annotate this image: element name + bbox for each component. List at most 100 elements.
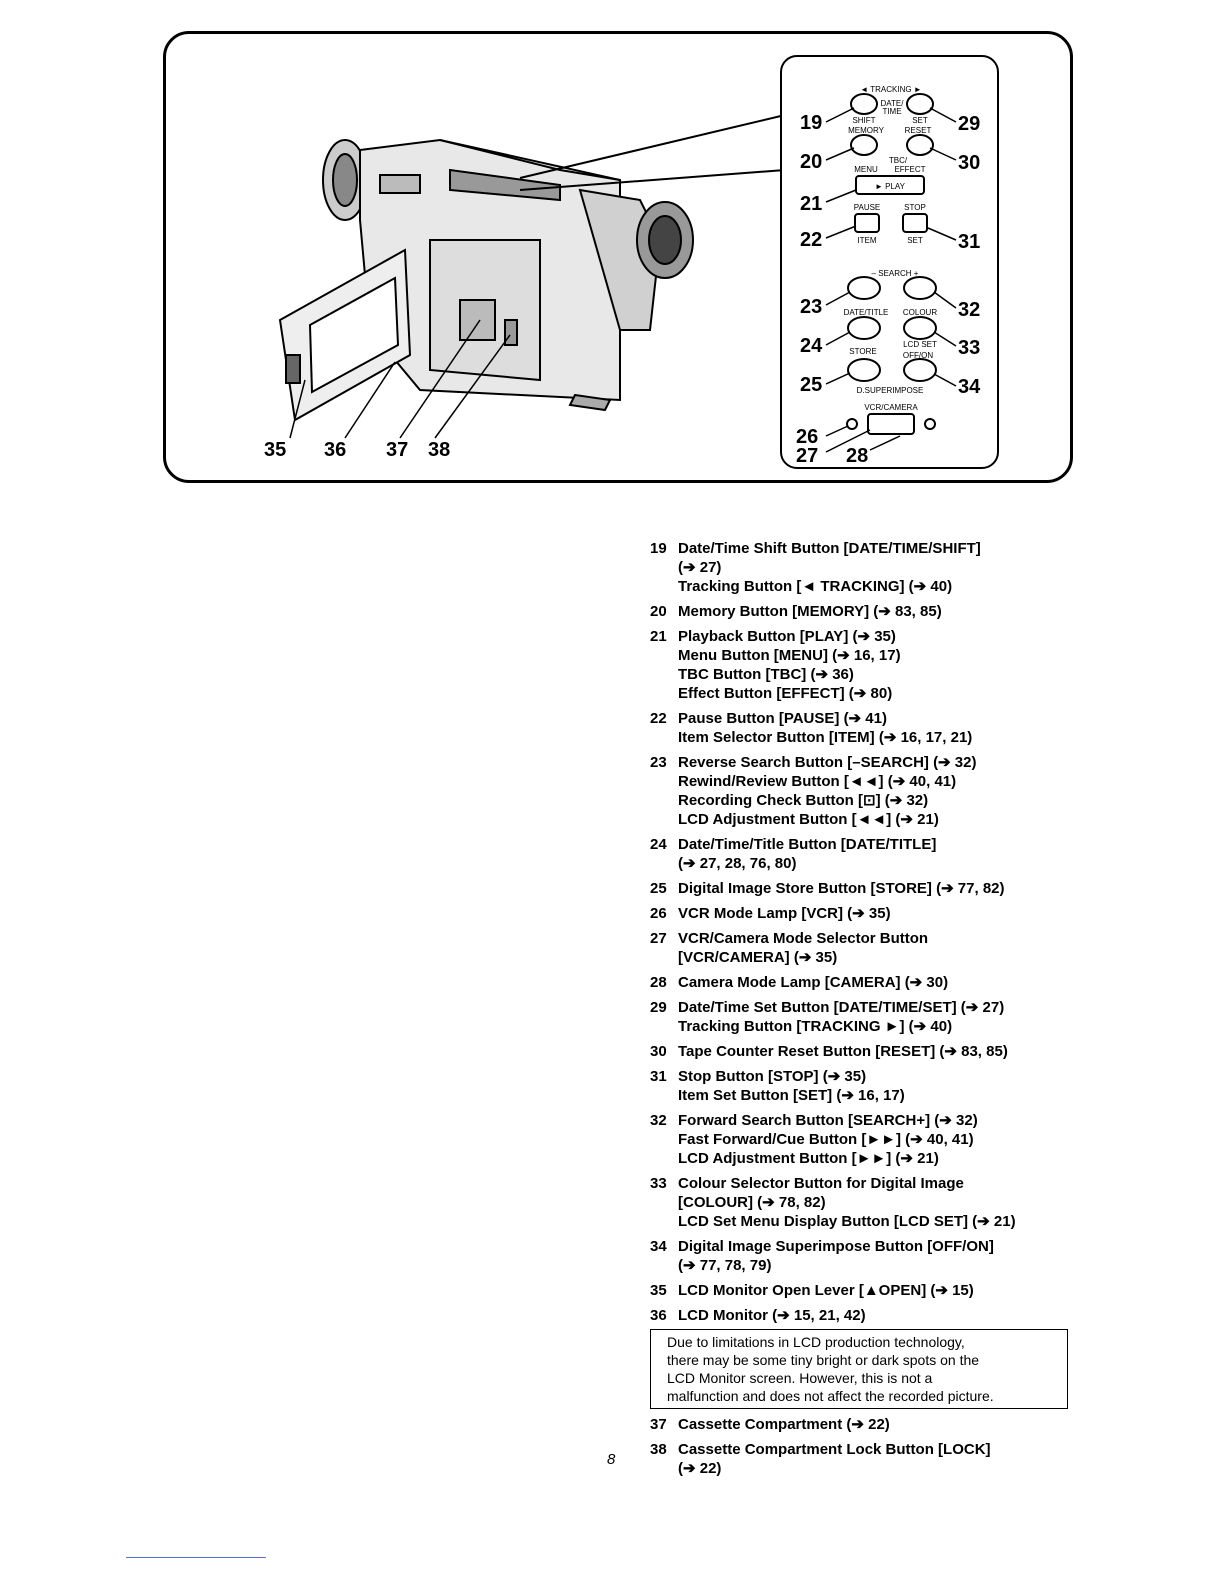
legend-item-text: (➔ 77, 78, 79) bbox=[678, 1256, 1070, 1275]
callout-31: 31 bbox=[958, 231, 980, 253]
legend-item-text: Camera Mode Lamp [CAMERA] (➔ 30) bbox=[678, 973, 1070, 992]
legend-item-number: 31 bbox=[650, 1067, 667, 1086]
label-tracking: ◄ TRACKING ► bbox=[860, 85, 921, 94]
camcorder-diagram: ◄ TRACKING ► DATE/TIME SHIFT SET MEMORY … bbox=[0, 0, 1224, 500]
legend-item-32: 32 Forward Search Button [SEARCH+] (➔ 32)… bbox=[650, 1111, 1070, 1168]
note-line: there may be some tiny bright or dark sp… bbox=[667, 1351, 1059, 1369]
label-effect: EFFECT bbox=[894, 165, 925, 174]
legend-item-number: 21 bbox=[650, 627, 667, 646]
legend-item-text: LCD Adjustment Button [►►] (➔ 21) bbox=[678, 1149, 1070, 1168]
legend-item-text: Memory Button [MEMORY] (➔ 83, 85) bbox=[678, 602, 1070, 621]
legend-item-text: (➔ 22) bbox=[678, 1459, 1070, 1478]
label-d-superimpose: D.SUPERIMPOSE bbox=[857, 386, 924, 395]
legend-item-text: Rewind/Review Button [◄◄] (➔ 40, 41) bbox=[678, 772, 1070, 791]
legend-item-text: (➔ 27, 28, 76, 80) bbox=[678, 854, 1070, 873]
legend-item-number: 22 bbox=[650, 709, 667, 728]
legend-item-text: Forward Search Button [SEARCH+] (➔ 32) bbox=[678, 1111, 1070, 1130]
legend-item-text: LCD Adjustment Button [◄◄] (➔ 21) bbox=[678, 810, 1070, 829]
legend-item-text: Tracking Button [TRACKING ►] (➔ 40) bbox=[678, 1017, 1070, 1036]
legend-item-34: 34 Digital Image Superimpose Button [OFF/… bbox=[650, 1237, 1070, 1275]
callout-23: 23 bbox=[800, 296, 822, 318]
legend-item-text: Effect Button [EFFECT] (➔ 80) bbox=[678, 684, 1070, 703]
label-lcd-set: LCD SET bbox=[903, 340, 937, 349]
legend-item-text: LCD Monitor (➔ 15, 21, 42) bbox=[678, 1306, 1070, 1325]
legend-item-text: Digital Image Store Button [STORE] (➔ 77… bbox=[678, 879, 1070, 898]
label-store: STORE bbox=[849, 347, 876, 356]
legend-item-text: [VCR/CAMERA] (➔ 35) bbox=[678, 948, 1070, 967]
label-date-title: DATE/TITLE bbox=[844, 308, 889, 317]
label-stop: STOP bbox=[904, 203, 926, 212]
label-date-time: DATE/TIME bbox=[881, 99, 905, 116]
callout-29: 29 bbox=[958, 113, 980, 135]
legend-item-number: 36 bbox=[650, 1306, 667, 1325]
legend-item-text: Cassette Compartment (➔ 22) bbox=[678, 1415, 1070, 1434]
legend-item-number: 35 bbox=[650, 1281, 667, 1300]
lcd-note-box: Due to limitations in LCD production tec… bbox=[650, 1329, 1068, 1409]
note-line: malfunction and does not affect the reco… bbox=[667, 1387, 1059, 1405]
legend-item-number: 24 bbox=[650, 835, 667, 854]
legend-item-text: VCR/Camera Mode Selector Button bbox=[678, 929, 1070, 948]
callout-37: 37 bbox=[386, 439, 408, 461]
legend-item-text: (➔ 27) bbox=[678, 558, 1070, 577]
legend-item-text: LCD Monitor Open Lever [▲OPEN] (➔ 15) bbox=[678, 1281, 1070, 1300]
callout-19: 19 bbox=[800, 112, 822, 134]
callout-33: 33 bbox=[958, 337, 980, 359]
label-vcr-camera: VCR/CAMERA bbox=[864, 403, 918, 412]
legend-item-text: Item Selector Button [ITEM] (➔ 16, 17, 2… bbox=[678, 728, 1070, 747]
legend-item-28: 28 Camera Mode Lamp [CAMERA] (➔ 30) bbox=[650, 973, 1070, 992]
callout-21: 21 bbox=[800, 193, 822, 215]
label-memory: MEMORY bbox=[848, 126, 885, 135]
legend-item-number: 23 bbox=[650, 753, 667, 772]
legend-item-22: 22Pause Button [PAUSE] (➔ 41)Item Select… bbox=[650, 709, 1070, 747]
legend-item-text: Stop Button [STOP] (➔ 35) bbox=[678, 1067, 1070, 1086]
legend-item-text: Recording Check Button [⊡] (➔ 32) bbox=[678, 791, 1070, 810]
legend-item-text: Digital Image Superimpose Button [OFF/ON… bbox=[678, 1237, 1070, 1256]
label-search: – SEARCH + bbox=[872, 269, 919, 278]
legend-item-26: 26 VCR Mode Lamp [VCR] (➔ 35) bbox=[650, 904, 1070, 923]
legend-item-number: 29 bbox=[650, 998, 667, 1017]
legend-item-number: 37 bbox=[650, 1415, 667, 1434]
legend-item-36: 36 LCD Monitor (➔ 15, 21, 42) bbox=[650, 1306, 1070, 1325]
legend-item-number: 34 bbox=[650, 1237, 667, 1256]
callout-27: 27 bbox=[796, 445, 818, 467]
label-menu: MENU bbox=[854, 165, 878, 174]
callout-25: 25 bbox=[800, 374, 822, 396]
legend-item-35: 35 LCD Monitor Open Lever [▲OPEN] (➔ 15) bbox=[650, 1281, 1070, 1300]
legend-item-number: 26 bbox=[650, 904, 667, 923]
label-tbc: TBC/ bbox=[889, 156, 908, 165]
legend-item-number: 27 bbox=[650, 929, 667, 948]
callout-35: 35 bbox=[264, 439, 286, 461]
legend-item-text: TBC Button [TBC] (➔ 36) bbox=[678, 665, 1070, 684]
legend-item-text: Menu Button [MENU] (➔ 16, 17) bbox=[678, 646, 1070, 665]
legend-item-number: 32 bbox=[650, 1111, 667, 1130]
footer-rule bbox=[126, 1557, 266, 1558]
legend-item-number: 19 bbox=[650, 539, 667, 558]
label-off-on: OFF/ON bbox=[903, 351, 933, 360]
callout-36: 36 bbox=[324, 439, 346, 461]
label-item: ITEM bbox=[857, 236, 876, 245]
callout-28: 28 bbox=[846, 445, 868, 467]
callout-34: 34 bbox=[958, 376, 981, 398]
label-pause: PAUSE bbox=[854, 203, 881, 212]
legend-item-text: Tracking Button [◄ TRACKING] (➔ 40) bbox=[678, 577, 1070, 596]
legend-item-number: 25 bbox=[650, 879, 667, 898]
callout-38: 38 bbox=[428, 439, 450, 461]
legend-item-text: Tape Counter Reset Button [RESET] (➔ 83,… bbox=[678, 1042, 1070, 1061]
legend-item-number: 33 bbox=[650, 1174, 667, 1193]
callout-32: 32 bbox=[958, 299, 980, 321]
callout-24: 24 bbox=[800, 335, 823, 357]
legend-item-19: 19Date/Time Shift Button [DATE/TIME/SHIF… bbox=[650, 539, 1070, 596]
legend-item-text: VCR Mode Lamp [VCR] (➔ 35) bbox=[678, 904, 1070, 923]
callout-20: 20 bbox=[800, 151, 822, 173]
legend-item-number: 28 bbox=[650, 973, 667, 992]
page-number: 8 bbox=[607, 1451, 615, 1468]
callout-22: 22 bbox=[800, 229, 822, 251]
callout-30: 30 bbox=[958, 152, 980, 174]
